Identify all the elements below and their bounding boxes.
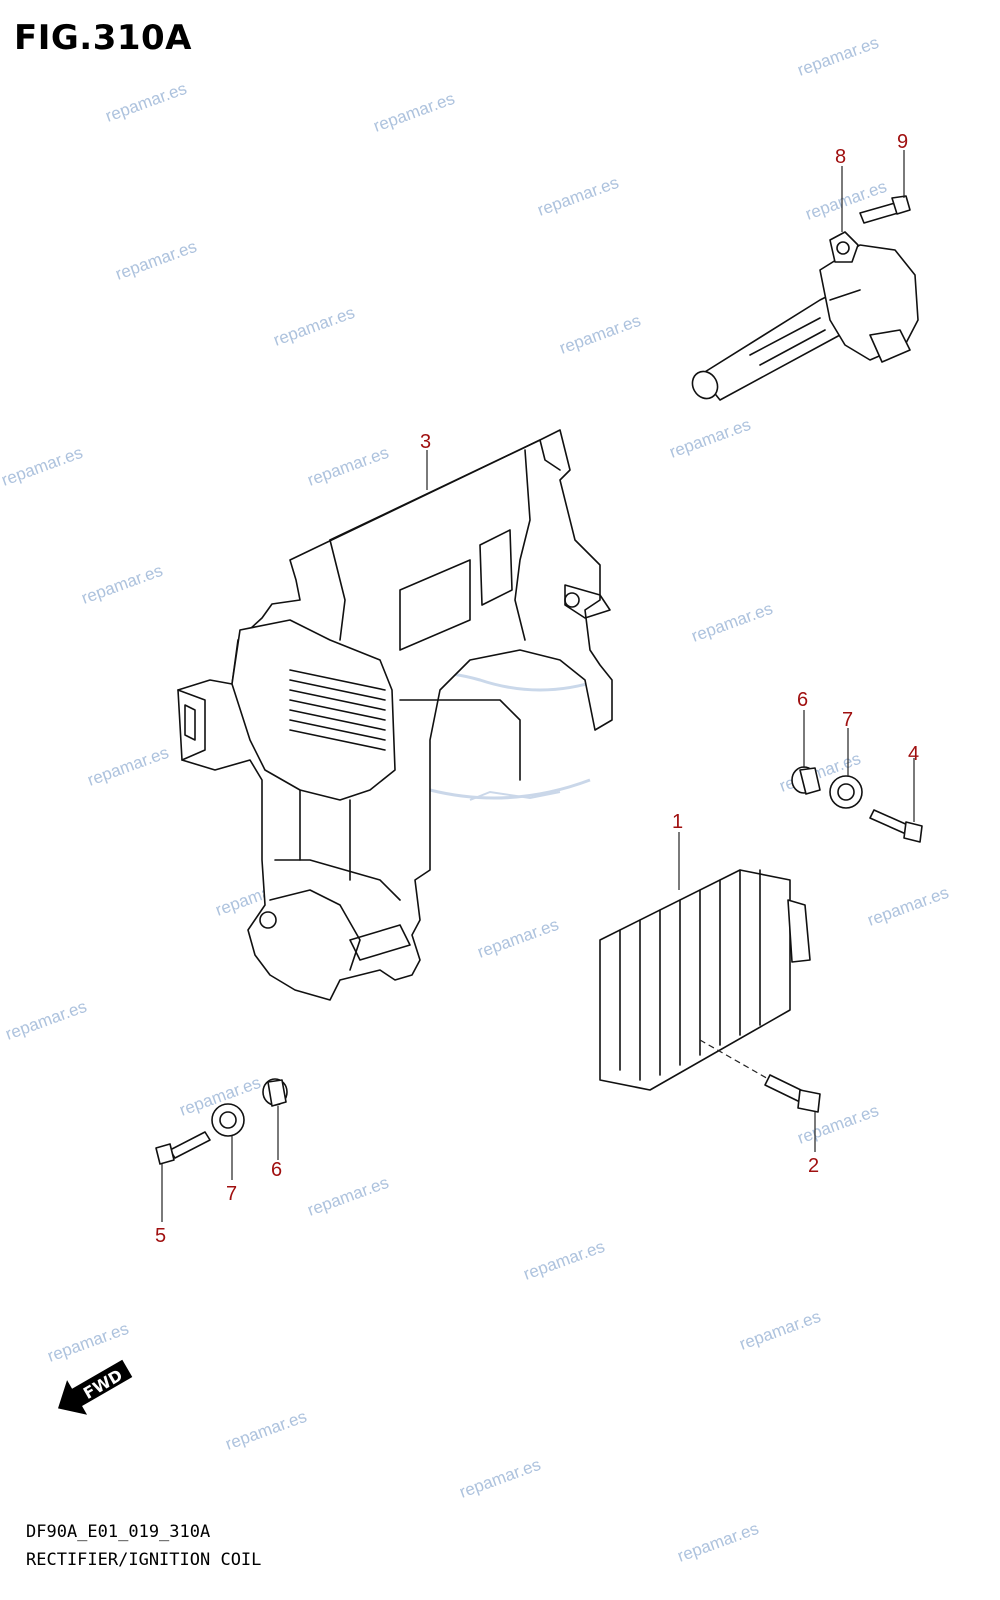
bracket-part xyxy=(177,429,613,1001)
watermark: repamar.es xyxy=(0,443,85,490)
callout-7-upper: 7 xyxy=(842,709,853,731)
watermark: repamar.es xyxy=(371,89,457,136)
diagram-code: DF90A_E01_019_310A xyxy=(26,1522,211,1542)
callout-8: 8 xyxy=(835,146,846,168)
callout-4: 4 xyxy=(908,743,919,765)
callout-5: 5 xyxy=(155,1225,166,1247)
watermark: repamar.es xyxy=(795,33,881,80)
bolt-9-part xyxy=(859,195,911,224)
watermark: repamar.es xyxy=(667,415,753,462)
watermark: repamar.es xyxy=(79,561,165,608)
bolt-4-part xyxy=(869,809,923,843)
watermark: repamar.es xyxy=(223,1407,309,1454)
callout-6-upper: 6 xyxy=(797,689,808,711)
rectifier-part xyxy=(599,869,811,1091)
ignition-coil-part xyxy=(691,231,919,401)
watermark: repamar.es xyxy=(521,1237,607,1284)
callout-9: 9 xyxy=(897,131,908,153)
watermark: repamar.es xyxy=(689,599,775,646)
watermark: repamar.es xyxy=(113,237,199,284)
callout-1: 1 xyxy=(672,811,683,833)
watermark: repamar.es xyxy=(865,883,951,930)
leader-lines xyxy=(161,150,915,1222)
watermark: repamar.es xyxy=(475,915,561,962)
watermark: repamar.es xyxy=(103,79,189,126)
watermark: repamar.es xyxy=(305,1173,391,1220)
watermark: repamar.es xyxy=(305,443,391,490)
callout-2: 2 xyxy=(808,1155,819,1177)
watermarks: repamar.es repamar.es repamar.es repamar… xyxy=(0,33,951,1566)
collar-6-lower xyxy=(262,1078,288,1107)
watermark: repamar.es xyxy=(737,1307,823,1354)
watermark: repamar.es xyxy=(3,997,89,1044)
watermark: repamar.es xyxy=(457,1455,543,1502)
watermark: repamar.es xyxy=(535,173,621,220)
bolt-2-part xyxy=(764,1074,821,1113)
callout-7-lower: 7 xyxy=(226,1183,237,1205)
fwd-arrow-icon: FWD xyxy=(58,1359,133,1415)
callout-3: 3 xyxy=(420,431,431,453)
watermark: repamar.es xyxy=(557,311,643,358)
grommet-7-lower xyxy=(211,1103,245,1137)
callout-6-lower: 6 xyxy=(271,1159,282,1181)
bolt-5-part xyxy=(155,1131,211,1165)
watermark: repamar.es xyxy=(675,1519,761,1566)
watermark: repamar.es xyxy=(45,1319,131,1366)
callouts: 1 2 3 4 5 6 6 7 7 8 9 xyxy=(155,131,919,1247)
watermark: repamar.es xyxy=(85,743,171,790)
diagram-caption: RECTIFIER/IGNITION COIL xyxy=(26,1550,262,1570)
watermark: repamar.es xyxy=(271,303,357,350)
figure-title: FIG.310A xyxy=(14,18,192,58)
collar-6-upper xyxy=(791,766,821,795)
grommet-7-upper xyxy=(829,775,863,809)
